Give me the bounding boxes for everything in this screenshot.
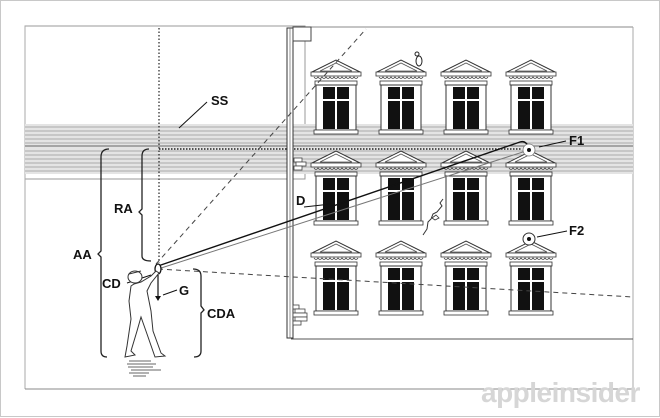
label-ra: RA [114,201,133,216]
label-cda: CDA [207,306,236,321]
label-d: D [296,193,306,208]
label-f2: F2 [569,223,585,238]
label-aa: AA [73,247,92,262]
person-figure [124,270,167,358]
label-ss: SS [211,93,229,108]
watermark-logo: appleinsider [481,377,640,408]
building-windows [310,59,557,316]
label-cd: CD [102,276,121,291]
label-f1: F1 [569,133,585,148]
label-g: G [179,283,190,298]
measurement-brackets [97,148,205,358]
bird-icon [414,51,423,67]
